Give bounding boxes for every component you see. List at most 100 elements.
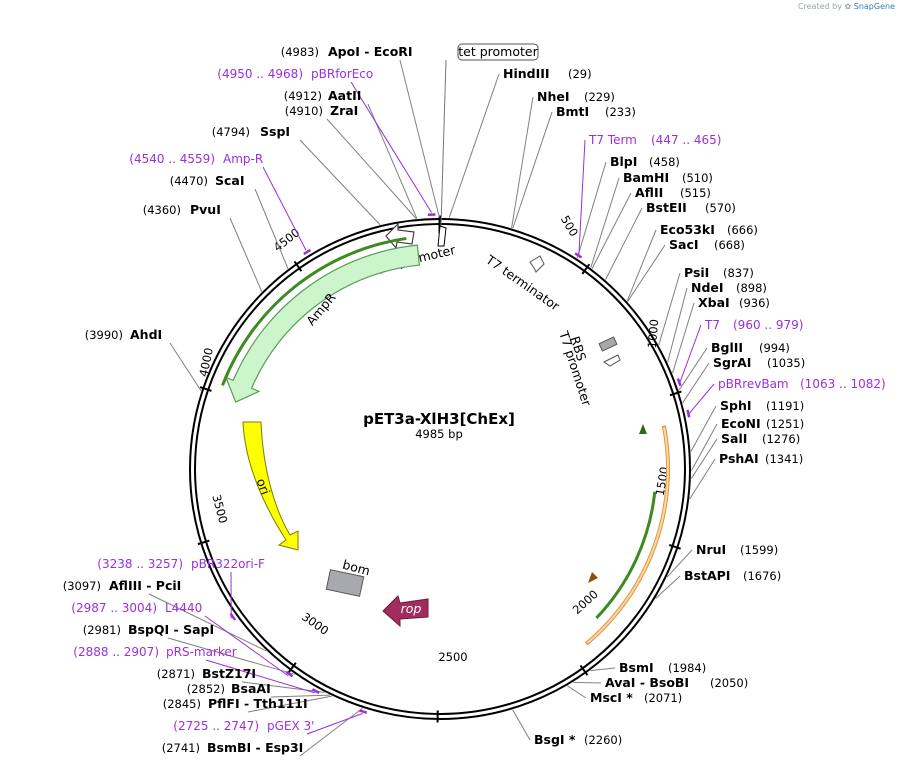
primer-mark [686,409,691,418]
bom-label: bom [341,557,372,579]
leader-line [591,192,632,269]
primer-position: (2987 .. 3004) [71,601,157,615]
site-name: ZraI [330,103,358,118]
leader-line [576,161,607,259]
leader-line [590,177,620,268]
site-position: (1341) [765,452,803,466]
rop-label: rop [401,601,422,616]
tick-4500 [293,260,303,272]
site-position: (4470) [170,174,208,188]
site-position: (2871) [157,667,195,681]
leader-line [262,166,307,251]
leader-line [666,549,693,578]
leader-line [247,695,332,713]
site-position: (4360) [143,203,181,217]
tick-2000 [579,664,589,676]
site-position: (29) [568,67,592,81]
primer-name: T7 Term [588,133,637,147]
site-position: (898) [736,281,767,295]
primer-name: pBR322ori-F [191,557,265,571]
primer-name: pBRforEco [311,67,373,81]
site-name: AatII [328,88,361,103]
leader-line [605,207,643,280]
site-position: (1035) [767,356,805,370]
site-position: (668) [714,238,745,252]
site-position: (837) [723,266,754,280]
site-labels: HindIII(29)NheI(229)BmtI(233)BlpI(458)Ba… [63,44,886,755]
tet-promoter-leader [440,59,447,227]
leader-line [627,244,666,302]
leader-line [690,438,718,479]
site-position: (4912) [284,89,322,103]
tick-label-4500: 4500 [271,225,303,254]
site-position: (936) [739,296,770,310]
site-position: (570) [705,201,736,215]
site-position: (2050) [710,676,748,690]
insert-orange-arrowhead [588,572,598,583]
site-name: ScaI [215,173,245,188]
primer-position: (3238 .. 3257) [97,557,183,571]
primer-name: L4440 [165,601,202,615]
rop-arrow [382,595,429,628]
site-name: AflII [635,185,663,200]
site-name: SalI [721,431,747,446]
leader-line [306,713,363,735]
tick-4000 [199,386,212,392]
site-name: PshAI [719,451,759,466]
leader-line [241,681,325,693]
ampr-arrow [224,244,421,403]
site-name: BamHI [623,170,669,185]
primer-marks [229,213,691,714]
leader-line [204,615,289,677]
primer-name: pRS-marker [166,645,237,659]
tick-label-3500: 3500 [209,493,230,525]
primer-name: pBRrevBam [718,377,789,391]
primer-position: (4950 .. 4968) [217,67,303,81]
ori-label: ori [254,476,274,496]
leader-line [511,96,534,228]
primer-mark [359,709,368,714]
site-name: BstEII [646,200,687,215]
credit-brand: SnapGene [853,2,895,11]
leader-line [148,593,267,652]
leader-line [672,302,695,374]
site-name: MscI * [590,690,633,705]
primer-name: Amp-R [223,152,263,166]
ori-arrow [242,421,299,551]
site-name: HindIII [503,66,550,81]
site-name: BstZ17I [202,666,256,681]
site-position: (666) [727,223,758,237]
features: tet promoter AmpR promoter AmpR T7 termi… [221,43,670,646]
leader-line [399,59,440,218]
leader-line [299,707,363,757]
tick-1000 [669,390,682,397]
site-position: (2845) [163,697,201,711]
primer-mark [229,612,237,621]
insert-green-arrowhead [639,424,647,434]
primer-mark [574,252,583,259]
tick-label-1000: 1000 [645,318,661,348]
leader-line [658,272,681,346]
site-position: (1984) [668,661,706,675]
site-position: (1676) [743,569,781,583]
credit-prefix: Created by [797,2,842,11]
tick-label-500: 500 [558,213,581,239]
tick-label-2500: 2500 [438,650,467,664]
leader-line [688,383,715,414]
site-name: NheI [537,89,570,104]
leader-line [270,694,330,698]
insert-green-arc [595,491,657,620]
primer-position: (4540 .. 4559) [129,152,215,166]
snapgene-logo-icon: ✿ [844,2,852,11]
leader-line [169,342,202,391]
t7-terminator-label: T7 terminator [483,251,564,314]
site-position: (2741) [162,741,200,755]
site-name: PflFI - Tth111I [208,696,308,711]
t7-promoter-marker [603,354,621,367]
leader-line [205,659,315,694]
credit: Created by ✿ SnapGene [798,2,895,11]
leader-line [573,681,602,684]
site-name: XbaI [698,295,730,310]
tet-promoter-label: tet promoter [458,44,538,59]
